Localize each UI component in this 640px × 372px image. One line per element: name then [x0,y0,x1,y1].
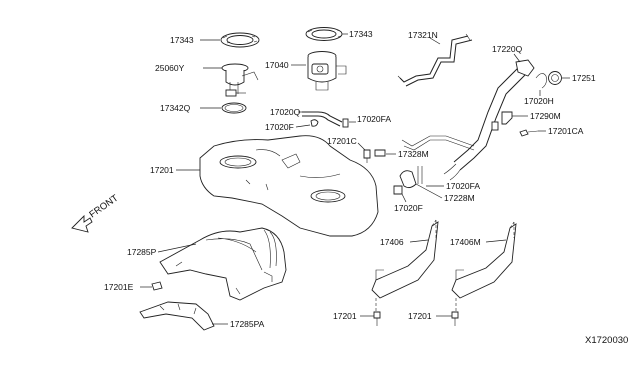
label-17201ca: 17201CA [548,126,584,136]
clip-17201c [363,149,371,163]
label-17020fa-mid: 17020FA [446,181,480,191]
label-17201e: 17201E [104,282,134,292]
label-17343-left: 17343 [170,35,194,45]
label-17201-bolt-right: 17201 [408,311,432,321]
diagram-id: X1720030 [585,335,628,346]
label-17251: 17251 [572,73,596,83]
label-17290m: 17290M [530,111,561,121]
strap-bolt-left [373,311,381,326]
cap-tether [535,73,547,89]
fuel-pump-assembly [307,51,347,91]
label-17020fa-top: 17020FA [357,114,391,124]
front-arrow [71,214,93,233]
label-17040: 17040 [265,60,289,70]
label-17020h: 17020H [524,96,554,106]
label-17321n: 17321N [408,30,438,40]
filler-cap [548,71,562,85]
label-17406m: 17406M [450,237,481,247]
label-25060y: 25060Y [155,63,185,73]
filler-hose [393,166,423,195]
heat-shield [159,227,287,301]
label-17285p: 17285P [127,247,157,257]
label-17020f-mid: 17020F [394,203,423,213]
label-17343-right: 17343 [349,29,373,39]
label-17342q: 17342Q [160,103,191,113]
heat-shield-lower [139,301,215,331]
filler-bracket [501,111,513,125]
tank-strap-left [371,219,439,316]
bolt-17201e [151,281,163,291]
bolt-17201ca [519,129,539,137]
label-17201c: 17201C [327,136,357,146]
clamp-17328m [374,149,386,157]
vent-tube [397,33,473,87]
label-17228m: 17228M [444,193,475,203]
label-17201-tank: 17201 [150,165,174,175]
fuel-level-sender [221,63,259,97]
fuel-tank [199,135,379,237]
label-17220q: 17220Q [492,44,523,54]
sender-gasket [221,102,247,114]
label-17020f-top: 17020F [265,122,294,132]
filler-tube [401,59,535,181]
label-17328m: 17328M [398,149,429,159]
label-17406: 17406 [380,237,404,247]
strap-bolt-right [451,311,459,326]
lock-ring-right [305,27,343,41]
label-17020q: 17020Q [270,107,301,117]
front-label: FRONT [87,193,120,221]
label-17201-bolt-left: 17201 [333,311,357,321]
lock-ring-left [220,32,260,48]
label-17285pa: 17285PA [230,319,265,329]
